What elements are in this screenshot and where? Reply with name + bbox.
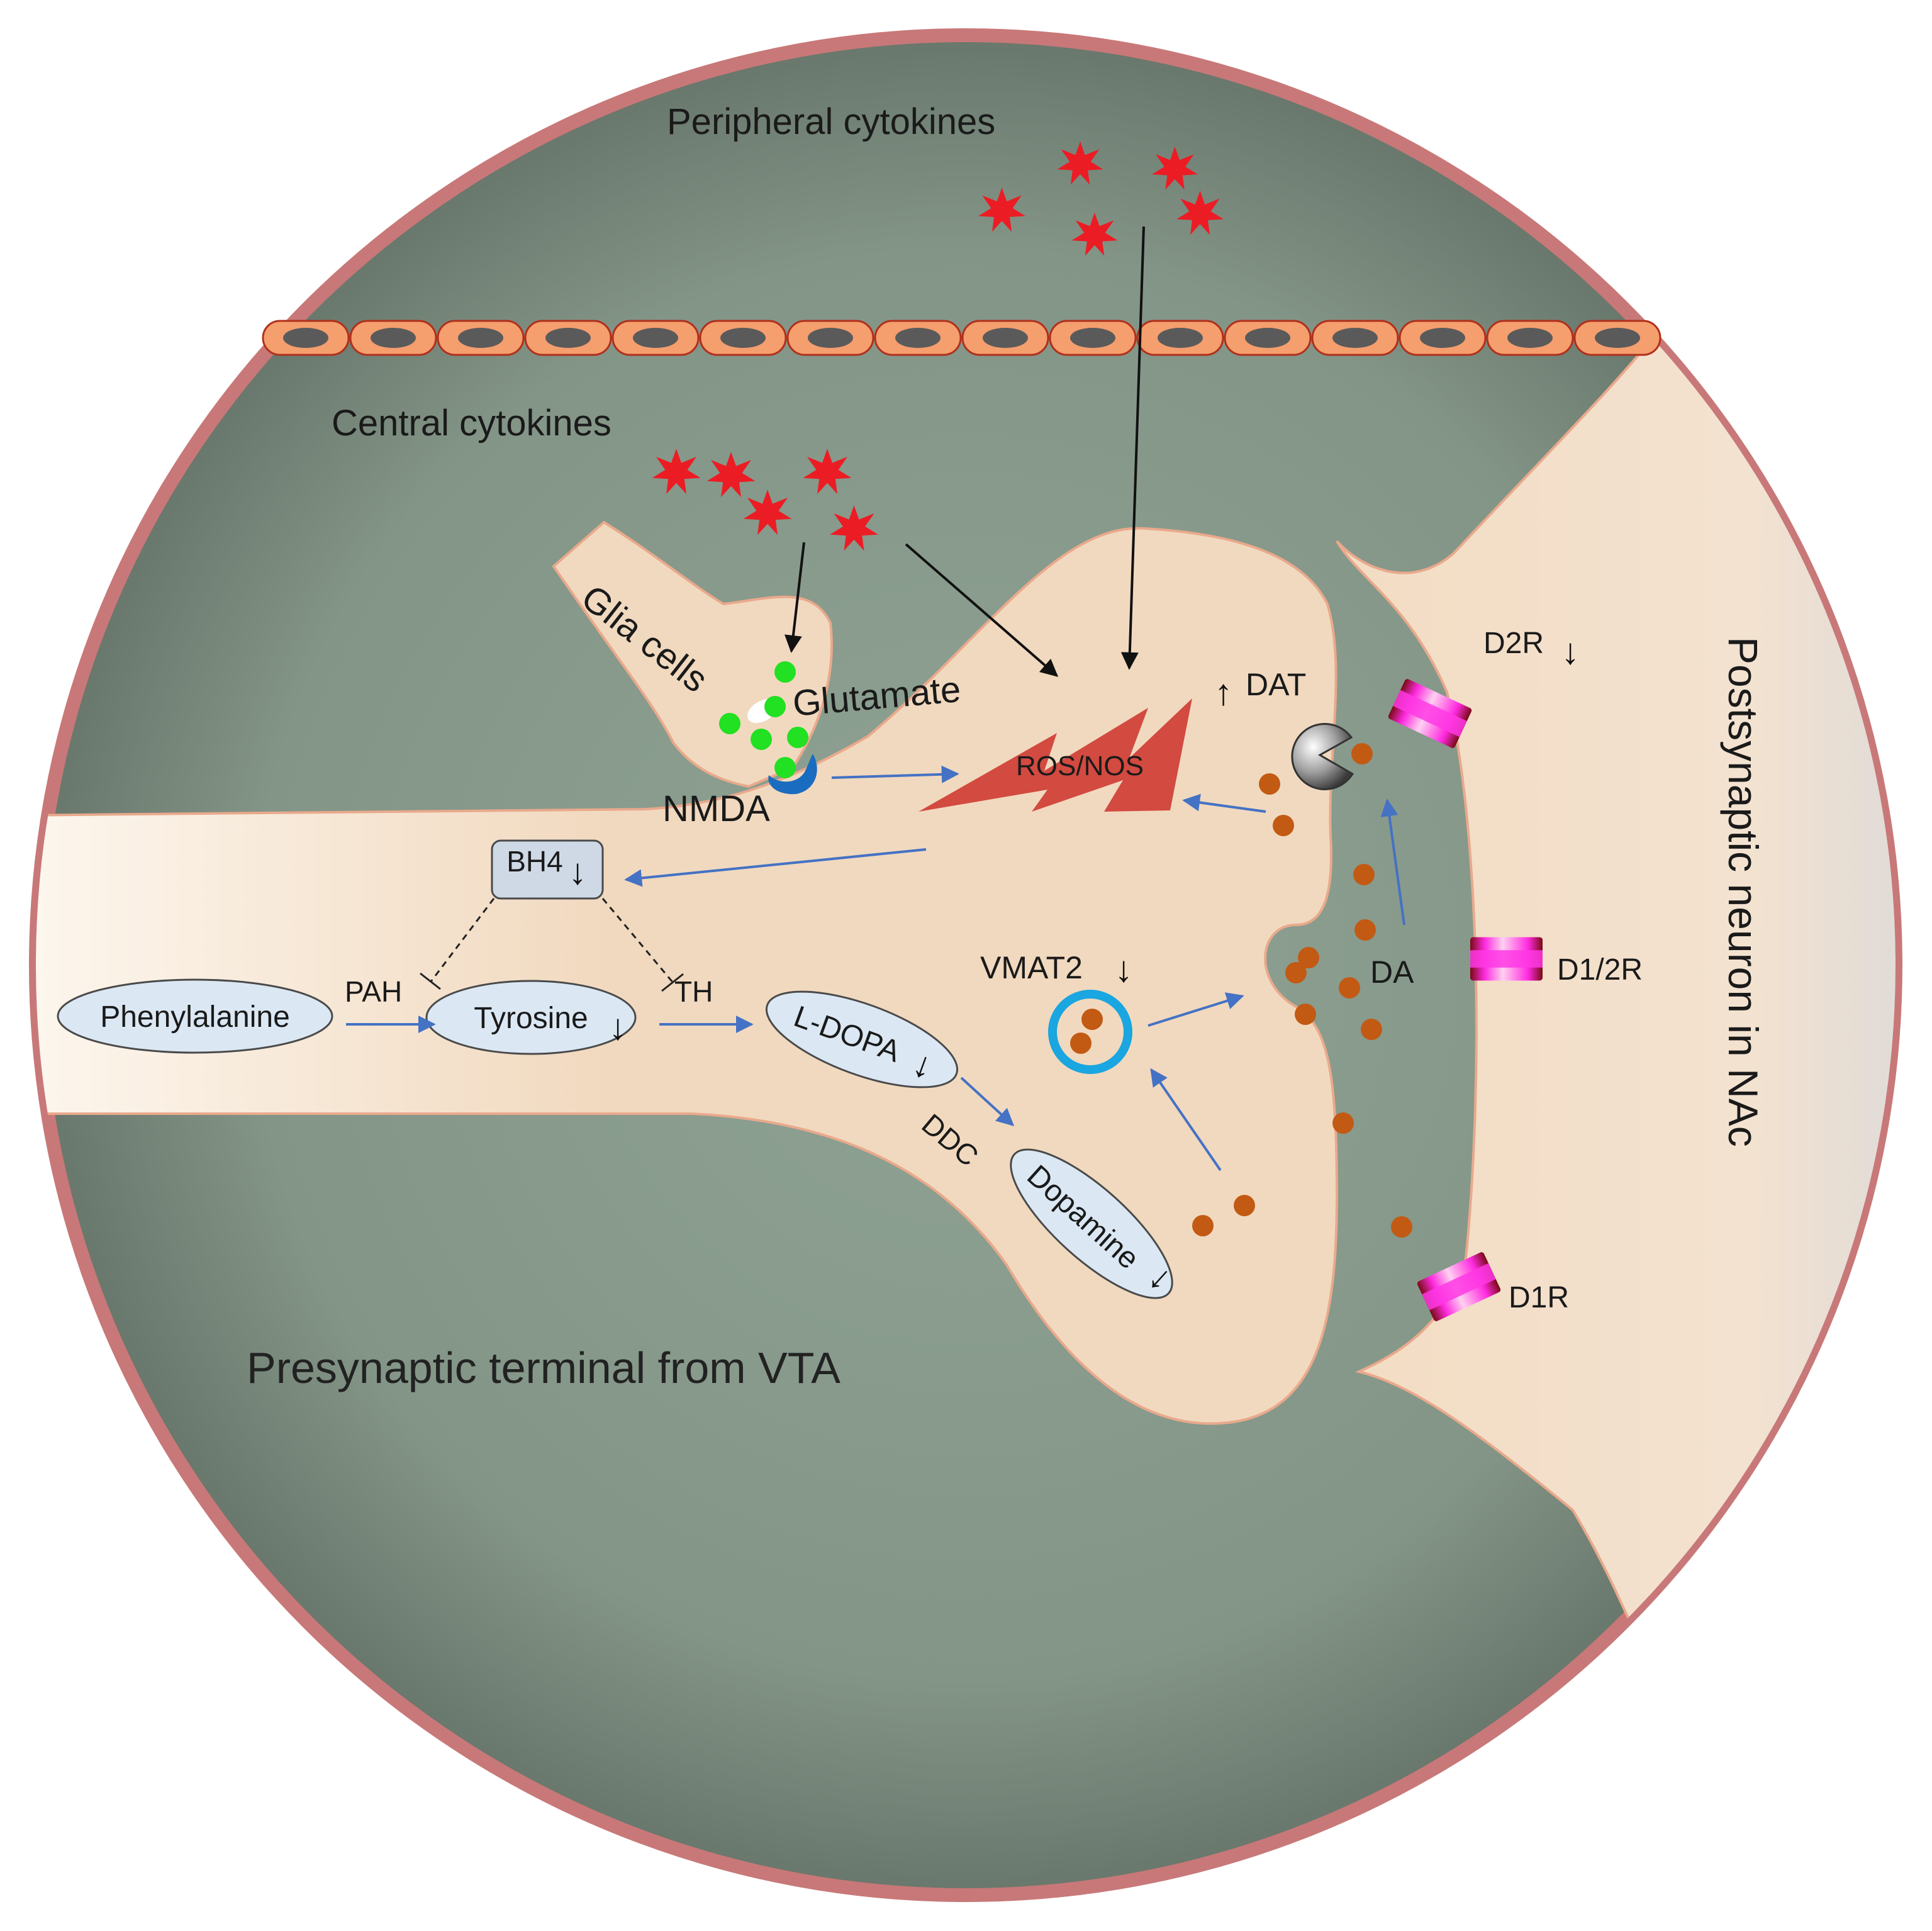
endothelial-cell-icon (874, 320, 962, 356)
svg-text:Tyrosine: Tyrosine (474, 1002, 588, 1035)
ros-nos-label: ROS/NOS (1016, 751, 1144, 781)
endothelial-cell-icon (262, 320, 350, 356)
endothelial-cell-icon (1311, 320, 1399, 356)
presynaptic-label: Presynaptic terminal from VTA (247, 1343, 840, 1392)
central-to-ros-arrow (905, 543, 1059, 677)
endothelial-cell-icon (1399, 320, 1487, 356)
endothelial-cell-icon (437, 320, 525, 356)
bh4-down-arrow: ↓ (569, 851, 587, 892)
pah-label: PAH (345, 975, 402, 1008)
endothelial-cell-icon (524, 320, 612, 356)
vmat2-down-arrow: ↓ (1115, 949, 1133, 990)
ros-nos-shape (919, 698, 1192, 812)
endothelial-cell-icon (961, 320, 1049, 356)
d2r-label: D2R (1483, 627, 1544, 660)
bh4-inhibition-lines (420, 898, 684, 992)
synaptic-vesicle-icon (1048, 990, 1132, 1074)
peripheral-cytokines-label: Peripheral cytokines (667, 101, 995, 142)
th-label: TH (674, 975, 713, 1008)
da-label: DA (1370, 954, 1414, 990)
dat-label: DAT (1246, 667, 1306, 702)
endothelial-cell-icon (1486, 320, 1574, 356)
glutamate-molecules (719, 661, 808, 778)
l-dopa-oval: L-DOPA (765, 990, 959, 1089)
endothelial-cell-icon (786, 320, 874, 356)
svg-text:Phenylalanine: Phenylalanine (100, 1000, 290, 1034)
vmat2-label: VMAT2 (980, 950, 1083, 985)
nmda-receptor-icon (768, 754, 817, 795)
bh4-box: BH4 ↓ (491, 839, 604, 900)
endothelial-cell-icon (1573, 320, 1661, 356)
d2r-down-arrow: ↓ (1561, 631, 1580, 672)
dat-up-arrow: ↑ (1214, 672, 1232, 713)
presynaptic-terminal (36, 527, 1339, 1425)
dopamine-particles (1192, 743, 1412, 1238)
endothelial-cell-icon (699, 320, 787, 356)
pathway-arrows (346, 765, 1405, 1172)
endothelial-cell-icon (611, 320, 700, 356)
endothelial-cell-icon (349, 320, 437, 356)
phenylalanine-oval: Phenylalanine (57, 978, 333, 1054)
peripheral-to-ros-arrow (1120, 226, 1145, 670)
endothelial-cell-icon (1224, 320, 1312, 356)
central-cytokines-label: Central cytokines (332, 403, 611, 444)
tyrosine-down-arrow: ↓ (609, 1007, 627, 1048)
dopamine-receptor-icon (1470, 937, 1543, 981)
tyrosine-oval: Tyrosine (425, 980, 637, 1055)
svg-text:BH4: BH4 (506, 845, 562, 878)
endothelial-cell-icon (1136, 320, 1224, 356)
nmda-label: NMDA (662, 788, 770, 829)
endothelial-cell-icon (1049, 320, 1137, 356)
d1-2r-label: D1/2R (1557, 953, 1643, 987)
dat-transporter-icon (1291, 723, 1354, 790)
d1r-label: D1R (1509, 1281, 1569, 1314)
central-to-glia-arrow (784, 542, 805, 653)
postsynaptic-label: Postsynaptic neuron in NAc (1720, 637, 1767, 1147)
